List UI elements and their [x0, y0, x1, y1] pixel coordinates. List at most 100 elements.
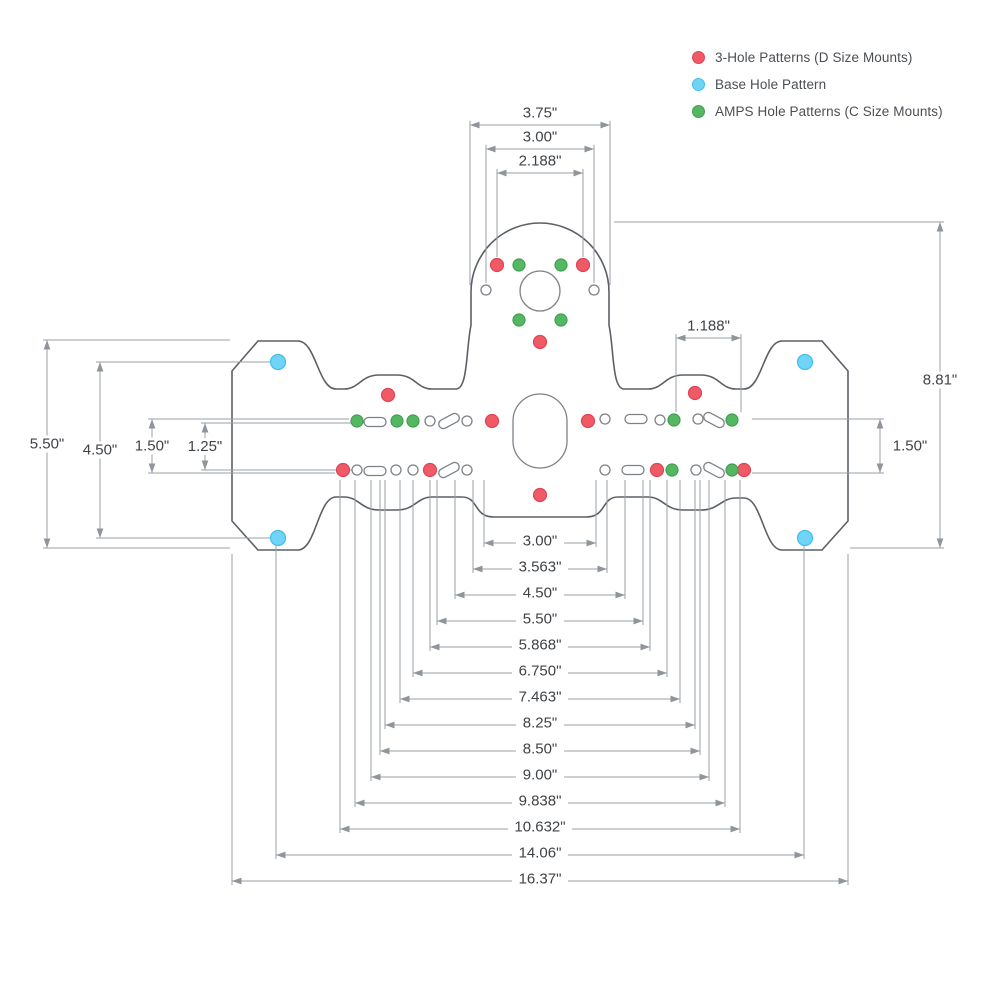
green-hole [350, 414, 364, 428]
dim-label-bg [516, 104, 564, 122]
legend: 3-Hole Patterns (D Size Mounts) Base Hol… [692, 50, 943, 131]
dim-label-bg [516, 584, 564, 602]
blue-hole [269, 529, 287, 547]
open-hole [461, 415, 473, 427]
blue-hole [796, 353, 814, 371]
legend-item-base: Base Hole Pattern [692, 77, 943, 92]
open-hole [461, 464, 473, 476]
dim-label-bg [512, 662, 568, 680]
center-obround-hole [512, 393, 568, 469]
dimension-label: 14.06" [519, 845, 562, 862]
dimension-lines: 3.75" 3.00" 2.188" 1.188" 3.00" 3.563" 4.50" 5.… [23, 104, 964, 888]
open-hole [407, 464, 419, 476]
open-hole [480, 284, 492, 296]
dimension-label: 8.50" [523, 741, 558, 758]
green-hole [725, 463, 739, 477]
red-hole [422, 462, 438, 478]
dim-label-bg [916, 371, 964, 389]
dimension-label: 10.632" [514, 819, 565, 836]
hole-patterns [269, 257, 814, 547]
open-hole [424, 415, 436, 427]
green-hole [667, 413, 681, 427]
dim-label-bg [886, 437, 934, 455]
green-hole [406, 414, 420, 428]
dimension-label: 9.838" [519, 793, 562, 810]
slot-hole [363, 465, 387, 477]
dimension-label: 3.00" [523, 129, 558, 146]
dim-label-bg [76, 441, 124, 459]
green-dot-icon [692, 105, 705, 118]
dimension-label: 1.188" [687, 318, 730, 335]
dimension-label: 9.00" [523, 767, 558, 784]
center-top-hole [519, 270, 561, 312]
dimension-label: 5.868" [519, 637, 562, 654]
slot-hole [703, 411, 725, 429]
dim-label-bg [516, 766, 564, 784]
dim-label-bg [512, 636, 568, 654]
green-hole [665, 463, 679, 477]
green-hole [390, 414, 404, 428]
dimension-label: 6.750" [519, 663, 562, 680]
open-hole [599, 413, 611, 425]
dimension-label: 3.75" [523, 105, 558, 122]
legend-label: AMPS Hole Patterns (C Size Mounts) [715, 104, 943, 119]
open-hole [390, 464, 402, 476]
dim-label-bg [512, 870, 568, 888]
green-hole [554, 313, 568, 327]
dim-label-bg [128, 437, 176, 455]
blue-hole [269, 353, 287, 371]
legend-label: 3-Hole Patterns (D Size Mounts) [715, 50, 913, 65]
red-dot-icon [692, 51, 705, 64]
dim-label-bg [512, 792, 568, 810]
open-hole [690, 464, 702, 476]
open-hole [599, 464, 611, 476]
legend-label: Base Hole Pattern [715, 77, 827, 92]
open-hole [588, 284, 600, 296]
green-hole [512, 313, 526, 327]
dim-label-bg [512, 152, 568, 170]
dim-label-bg [181, 438, 229, 455]
dim-label-bg [516, 714, 564, 732]
red-hole [649, 462, 665, 478]
dim-label-bg [512, 558, 568, 576]
dim-label-bg [516, 740, 564, 758]
slot-hole [438, 412, 460, 430]
dimension-label: 1.50" [893, 438, 928, 455]
slot-hole [703, 461, 725, 479]
slot-hole [624, 413, 648, 425]
dim-label-bg [512, 688, 568, 706]
dimension-label: 5.50" [30, 436, 65, 453]
legend-item-3hole: 3-Hole Patterns (D Size Mounts) [692, 50, 943, 65]
dimension-label: 1.50" [135, 438, 170, 455]
red-hole [575, 257, 591, 273]
dimension-label: 4.50" [523, 585, 558, 602]
dimension-label: 3.563" [519, 559, 562, 576]
red-hole [484, 413, 500, 429]
slot-hole [438, 461, 460, 479]
slot-hole [621, 464, 645, 476]
dim-label-bg [680, 317, 737, 335]
legend-item-amps: AMPS Hole Patterns (C Size Mounts) [692, 104, 943, 119]
green-hole [554, 258, 568, 272]
red-hole [489, 257, 505, 273]
dim-label-bg [516, 532, 564, 550]
dimension-label: 3.00" [523, 533, 558, 550]
dimension-label: 8.81" [923, 372, 958, 389]
red-hole [687, 385, 703, 401]
dim-label-bg [508, 818, 572, 836]
red-hole [736, 462, 752, 478]
red-hole [532, 334, 548, 350]
open-hole [692, 413, 704, 425]
red-hole [380, 387, 396, 403]
dim-label-bg [512, 844, 568, 862]
dim-label-bg [516, 610, 564, 628]
dimension-label: 1.25" [188, 438, 223, 455]
red-hole [335, 462, 351, 478]
red-hole [532, 487, 548, 503]
dimension-label: 4.50" [83, 442, 118, 459]
dimension-label: 2.188" [519, 153, 562, 170]
open-hole [351, 464, 363, 476]
blue-dot-icon [692, 78, 705, 91]
